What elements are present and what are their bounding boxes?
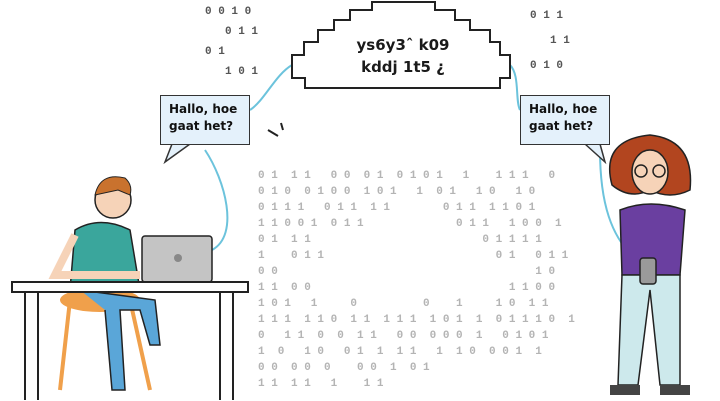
bubble-line-2: gaat het? xyxy=(529,119,594,133)
binary-dark: 0 1 1 xyxy=(225,26,259,38)
binary-row: 0 0 1 0 xyxy=(258,266,556,278)
person-right xyxy=(608,134,692,395)
encrypted-line-2: kddj 1t5 ¿ xyxy=(361,58,445,76)
binary-dark: 0 0 1 0 xyxy=(205,6,252,18)
binary-dark: 1 0 1 xyxy=(225,66,259,78)
person-left xyxy=(11,176,249,400)
binary-row: 0 0 0 0 0 0 0 1 0 1 xyxy=(258,362,430,374)
binary-row: 0 1 1 1 0 1 1 1 1 0 1 1 1 1 0 1 xyxy=(258,202,536,214)
binary-dark: 0 1 0 xyxy=(530,60,564,72)
bubble-tail-left xyxy=(163,143,191,165)
binary-dark: 0 1 xyxy=(205,46,225,58)
cloud-shape xyxy=(291,1,511,89)
bubble-line-1: Hallo, hoe xyxy=(529,102,598,116)
binary-row: 1 0 1 1 0 0 1 1 0 1 1 xyxy=(258,298,549,310)
binary-row: 1 1 1 1 1 1 1 xyxy=(258,378,384,390)
binary-row: 0 1 1 0 0 1 1 0 0 0 0 0 1 0 1 0 1 xyxy=(258,330,549,342)
binary-row: 1 1 0 0 1 1 0 0 xyxy=(258,282,556,294)
binary-row: 1 1 1 1 1 0 1 1 1 1 1 1 0 1 1 0 1 1 1 0 … xyxy=(258,314,575,326)
bubble-line-1: Hallo, hoe xyxy=(169,102,238,116)
binary-row: 0 1 1 1 0 1 1 1 1 xyxy=(258,234,542,246)
encrypted-message: ys6y3ˆ k09 kddj 1t5 ¿ xyxy=(318,34,488,78)
binary-row: 1 0 1 1 0 1 0 1 1 xyxy=(258,250,569,262)
binary-row: 1 1 0 0 1 0 1 1 0 1 1 1 0 0 1 xyxy=(258,218,562,230)
link-line-left xyxy=(204,64,293,251)
binary-row: 0 1 1 1 0 0 0 1 0 1 0 1 1 1 1 1 0 xyxy=(258,170,556,182)
binary-dark: 0 1 1 xyxy=(530,10,564,22)
encrypted-line-1: ys6y3ˆ k09 xyxy=(356,36,450,54)
binary-row: 1 0 1 0 0 1 1 1 1 1 1 0 0 0 1 1 xyxy=(258,346,542,358)
speech-bubble-right: Hallo, hoe gaat het? xyxy=(520,95,610,145)
binary-dark: 1 1 xyxy=(550,35,570,47)
speech-bubble-left: Hallo, hoe gaat het? xyxy=(160,95,250,145)
spark-icon xyxy=(267,122,284,137)
bubble-tail-right xyxy=(584,143,607,165)
bubble-line-2: gaat het? xyxy=(169,119,234,133)
binary-row: 0 1 0 0 1 0 0 1 0 1 1 0 1 1 0 1 0 xyxy=(258,186,536,198)
